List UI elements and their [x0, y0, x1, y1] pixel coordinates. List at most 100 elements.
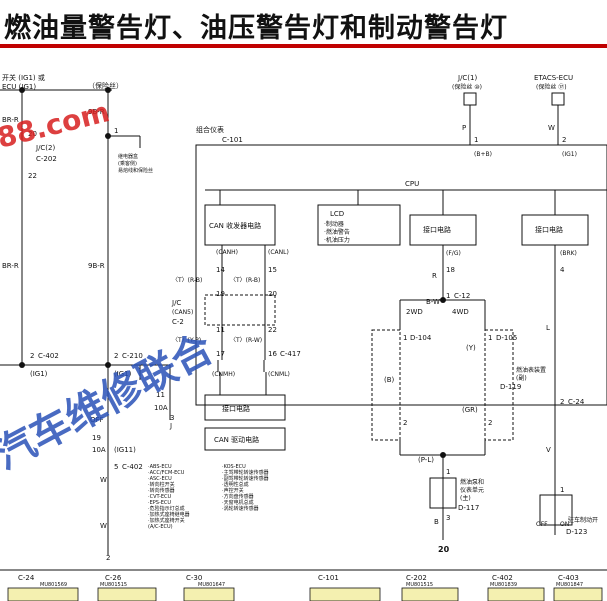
watermark-cn: 汽车维修联合 [0, 326, 221, 479]
ig-switch-label-2: ECU (IG1) [2, 83, 36, 91]
wire-w-left-2: W [100, 522, 107, 530]
wire-bw: B-W [426, 298, 440, 306]
ecu-left-7: ·危险指示灯总成 [148, 505, 185, 512]
ground-20: 20 [438, 545, 450, 554]
pump-1: 燃油泵和 [460, 478, 484, 486]
ecu-right-6: ·天窗电机总成 [222, 499, 254, 506]
pin-1b: 1 [403, 334, 407, 342]
lcd-1: ·制动器 [324, 220, 344, 228]
canh: (CANH) [216, 249, 238, 256]
ecu-left-10: (A/C-ECU) [148, 524, 173, 530]
fuse-note: （保险丝） [88, 81, 123, 90]
bb-label: (B+B) [474, 151, 492, 158]
wire-w-right: W [548, 124, 555, 132]
bottom-connector-boxes [7, 587, 603, 601]
ecu-right-5: ·方向盘传感器 [222, 493, 254, 500]
pin-1-brake: 1 [560, 486, 564, 494]
cnml: (CNML) [268, 371, 290, 378]
page-title: 燃油量警告灯、油压警告灯和制动警告灯 [4, 13, 508, 44]
t-rb: 〈T〉(R-B) [172, 277, 202, 284]
watermark-cn-text: 汽车维修联合 [0, 326, 221, 479]
wire-l: L [546, 324, 550, 332]
lcd-label: LCD [330, 210, 344, 218]
ecu-left-5: ·CVT-ECU [148, 494, 172, 500]
ecu-right-1: ·主驾带轮转速传感器 [222, 469, 269, 476]
t-rb-2: 〈T〉(R-B) [230, 277, 260, 284]
pin-22: 22 [28, 172, 37, 180]
iface-2: 接口电路 [535, 225, 563, 234]
wire-9b-r: 9B-R [88, 262, 105, 270]
d105: D-105 [496, 334, 517, 342]
cpu-label: CPU [405, 180, 419, 188]
pin-3: 3 [446, 514, 450, 522]
c402-b: C-402 [122, 463, 143, 471]
gr-label: (GR) [462, 406, 478, 414]
ecu-list-left: ·ABS-ECU ·ACC/FCM-ECU ·ASC-ECU ·转向柱开关 ·转… [148, 464, 190, 530]
pump-3: (主) [460, 494, 471, 502]
bc-c403: C-403 [558, 574, 579, 582]
title-band: 燃油量警告灯、油压警告灯和制动警告灯 [0, 0, 607, 48]
bc-c402: C-402 [492, 574, 513, 582]
y-label: (Y) [466, 344, 476, 352]
pin-1-fuel: 1 [446, 292, 450, 300]
ecu-right-4: ·声控开关 [222, 487, 244, 494]
pin-2a: 2 [562, 136, 566, 144]
combo-label: 组合仪表 [196, 125, 224, 134]
pin-1a: 1 [474, 136, 478, 144]
pin-2b-fuel: 2 [488, 419, 492, 427]
c417: C-417 [280, 350, 301, 358]
ecu-left-4: ·转向传感器 [148, 487, 175, 494]
wire-9b-r-top: 9B-R [88, 108, 105, 116]
jc5: J/C [171, 299, 181, 307]
pin-16: 16 [268, 350, 277, 358]
ecu-right-2: ·副驾带轮转速传感器 [222, 475, 269, 482]
pin-2-fuel: 2 [403, 419, 407, 427]
d117: D-117 [458, 504, 479, 512]
pin-14: 14 [216, 266, 225, 274]
t-yp: 〈T〉(Y-P) [172, 337, 201, 344]
fuse-11: 11 [156, 391, 165, 399]
t-rw: 〈T〉(R-W) [230, 337, 262, 344]
ecu-left-3: ·转向柱开关 [148, 481, 175, 488]
pin-1: 1 [114, 127, 118, 135]
ig1-left: (IG1) [30, 370, 48, 378]
pin-5: 5 [114, 463, 118, 471]
bc-c202: C-202 [406, 574, 427, 582]
off-brake: OFF [536, 521, 548, 528]
watermark-site: 88.com [0, 95, 113, 155]
pin-15: 15 [268, 266, 277, 274]
watermark-site-text: 88.com [0, 95, 113, 155]
bc-c26: C-26 [105, 574, 122, 582]
amp-10a-b: 10A [92, 446, 106, 454]
sender-sub-2: (副) [516, 374, 527, 382]
ecu-right-3: ·透明性总成 [222, 481, 249, 488]
ecu-list-right: ·KOS-ECU ·主驾带轮转速传感器 ·副驾带轮转速传感器 ·透明性总成 ·声… [222, 464, 269, 512]
ecu-left-1: ·ACC/FCM-ECU [148, 470, 185, 476]
d119: D-119 [500, 383, 521, 391]
brk-label: (BRK) [560, 250, 577, 257]
etacs-label: ETACS-ECU [534, 74, 573, 82]
ecu-left-2: ·ASC-ECU [148, 476, 172, 482]
pin-20: 20 [28, 130, 37, 138]
bp-4: MU801839 [490, 582, 517, 588]
conn-2: 2 [106, 554, 110, 562]
bc-c101: C-101 [318, 574, 339, 582]
bc-c30: C-30 [186, 574, 202, 582]
wire-b: B [434, 518, 439, 526]
pump-2: 仪表单元 [460, 486, 484, 494]
jc1-label: J/C(1) [457, 74, 477, 82]
wire-br-r: BR-R [2, 262, 19, 270]
pin-18: 18 [446, 266, 455, 274]
fuse-19: 19 [92, 434, 101, 442]
ig-switch-label-1: 开关 (IG1) 或 [2, 73, 45, 82]
wd2: 2WD [406, 308, 423, 316]
c210-label: C-210 [122, 352, 143, 360]
wire-r: R [432, 272, 437, 280]
bp-1: MU801515 [100, 582, 127, 588]
can-recv: CAN 收发器电路 [209, 221, 261, 230]
wire-w-left: W [100, 476, 107, 484]
combo-conn: C-101 [222, 136, 243, 144]
pin-1c: 1 [488, 334, 492, 342]
pin-11: 11 [216, 326, 225, 334]
ecu-left-6: ·EPS-ECU [148, 500, 171, 506]
